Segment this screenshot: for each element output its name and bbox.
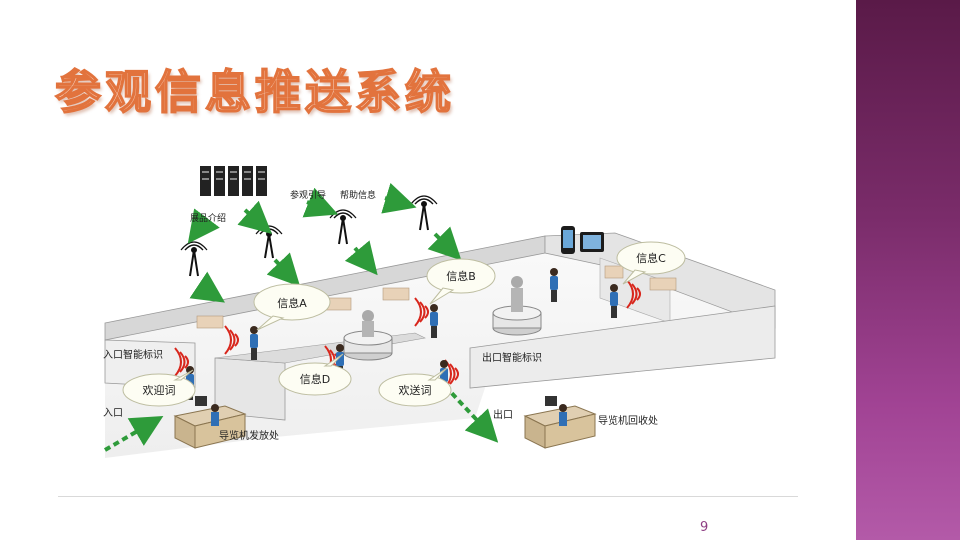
help-info-label: 帮助信息 bbox=[340, 189, 376, 201]
info-bubble-b: 信息B bbox=[426, 258, 496, 305]
visitor-figure bbox=[610, 284, 618, 318]
server-rack-icon bbox=[200, 166, 267, 196]
smartphone-icon bbox=[561, 226, 575, 254]
info-b-label: 信息B bbox=[446, 269, 476, 283]
farewell-bubble: 欢送词 bbox=[378, 367, 452, 407]
welcome-bubble: 欢迎词 bbox=[122, 369, 196, 407]
tablet-icon bbox=[580, 232, 604, 252]
side-gap bbox=[850, 0, 856, 540]
exhibit-pedestal bbox=[343, 310, 393, 361]
wall-panel bbox=[649, 277, 677, 291]
visitor-figure bbox=[250, 326, 258, 360]
wall-panel bbox=[604, 265, 624, 279]
guide-return-label: 导览机回收处 bbox=[598, 414, 658, 427]
info-bubble-d: 信息D bbox=[278, 353, 352, 396]
antenna-icon bbox=[255, 225, 283, 259]
exit-label: 出口 bbox=[493, 408, 513, 421]
signal-flow-arrow bbox=[103, 182, 499, 452]
guide-issue-desk bbox=[173, 396, 247, 449]
radio-wave-icon bbox=[174, 347, 189, 377]
info-bubble-a: 信息A bbox=[253, 283, 331, 331]
info-d-label: 信息D bbox=[300, 372, 330, 386]
entrance-sign-label: 入口智能标识 bbox=[103, 348, 163, 361]
info-bubble-c: 信息C bbox=[616, 241, 686, 285]
antenna-icon bbox=[410, 195, 438, 231]
page-number: 9 bbox=[700, 520, 709, 535]
footer-divider bbox=[58, 496, 798, 497]
decorative-side-band bbox=[856, 0, 960, 540]
info-a-label: 信息A bbox=[277, 296, 307, 310]
radio-wave-icon bbox=[224, 325, 239, 355]
farewell-label: 欢送词 bbox=[399, 383, 432, 397]
visit-guide-label: 参观引导 bbox=[290, 189, 326, 201]
welcome-label: 欢迎词 bbox=[143, 383, 176, 397]
exit-sign-label: 出口智能标识 bbox=[482, 351, 542, 364]
visitor-figure bbox=[550, 268, 558, 302]
radio-wave-icon bbox=[626, 279, 641, 309]
radio-wave-icon bbox=[414, 297, 429, 327]
museum-info-push-diagram: 信息A 信息B 信息C 信息D 欢迎词 欢送词 展品介绍 参观 bbox=[103, 166, 776, 458]
antenna-icon bbox=[329, 209, 357, 245]
exhibit-intro-label: 展品介绍 bbox=[190, 212, 226, 224]
info-c-label: 信息C bbox=[636, 251, 666, 265]
slide-title: 参观信息推送系统 bbox=[54, 64, 455, 120]
guide-issue-label: 导览机发放处 bbox=[219, 429, 279, 442]
wall-panel bbox=[382, 287, 410, 301]
guide-return-desk bbox=[523, 396, 597, 449]
wall-panel bbox=[196, 315, 224, 329]
exit-wall bbox=[469, 305, 776, 389]
entrance-label: 入口 bbox=[103, 408, 123, 419]
exhibit-pedestal bbox=[492, 276, 542, 336]
antenna-icon bbox=[180, 241, 208, 277]
visitor-figure bbox=[430, 304, 438, 338]
